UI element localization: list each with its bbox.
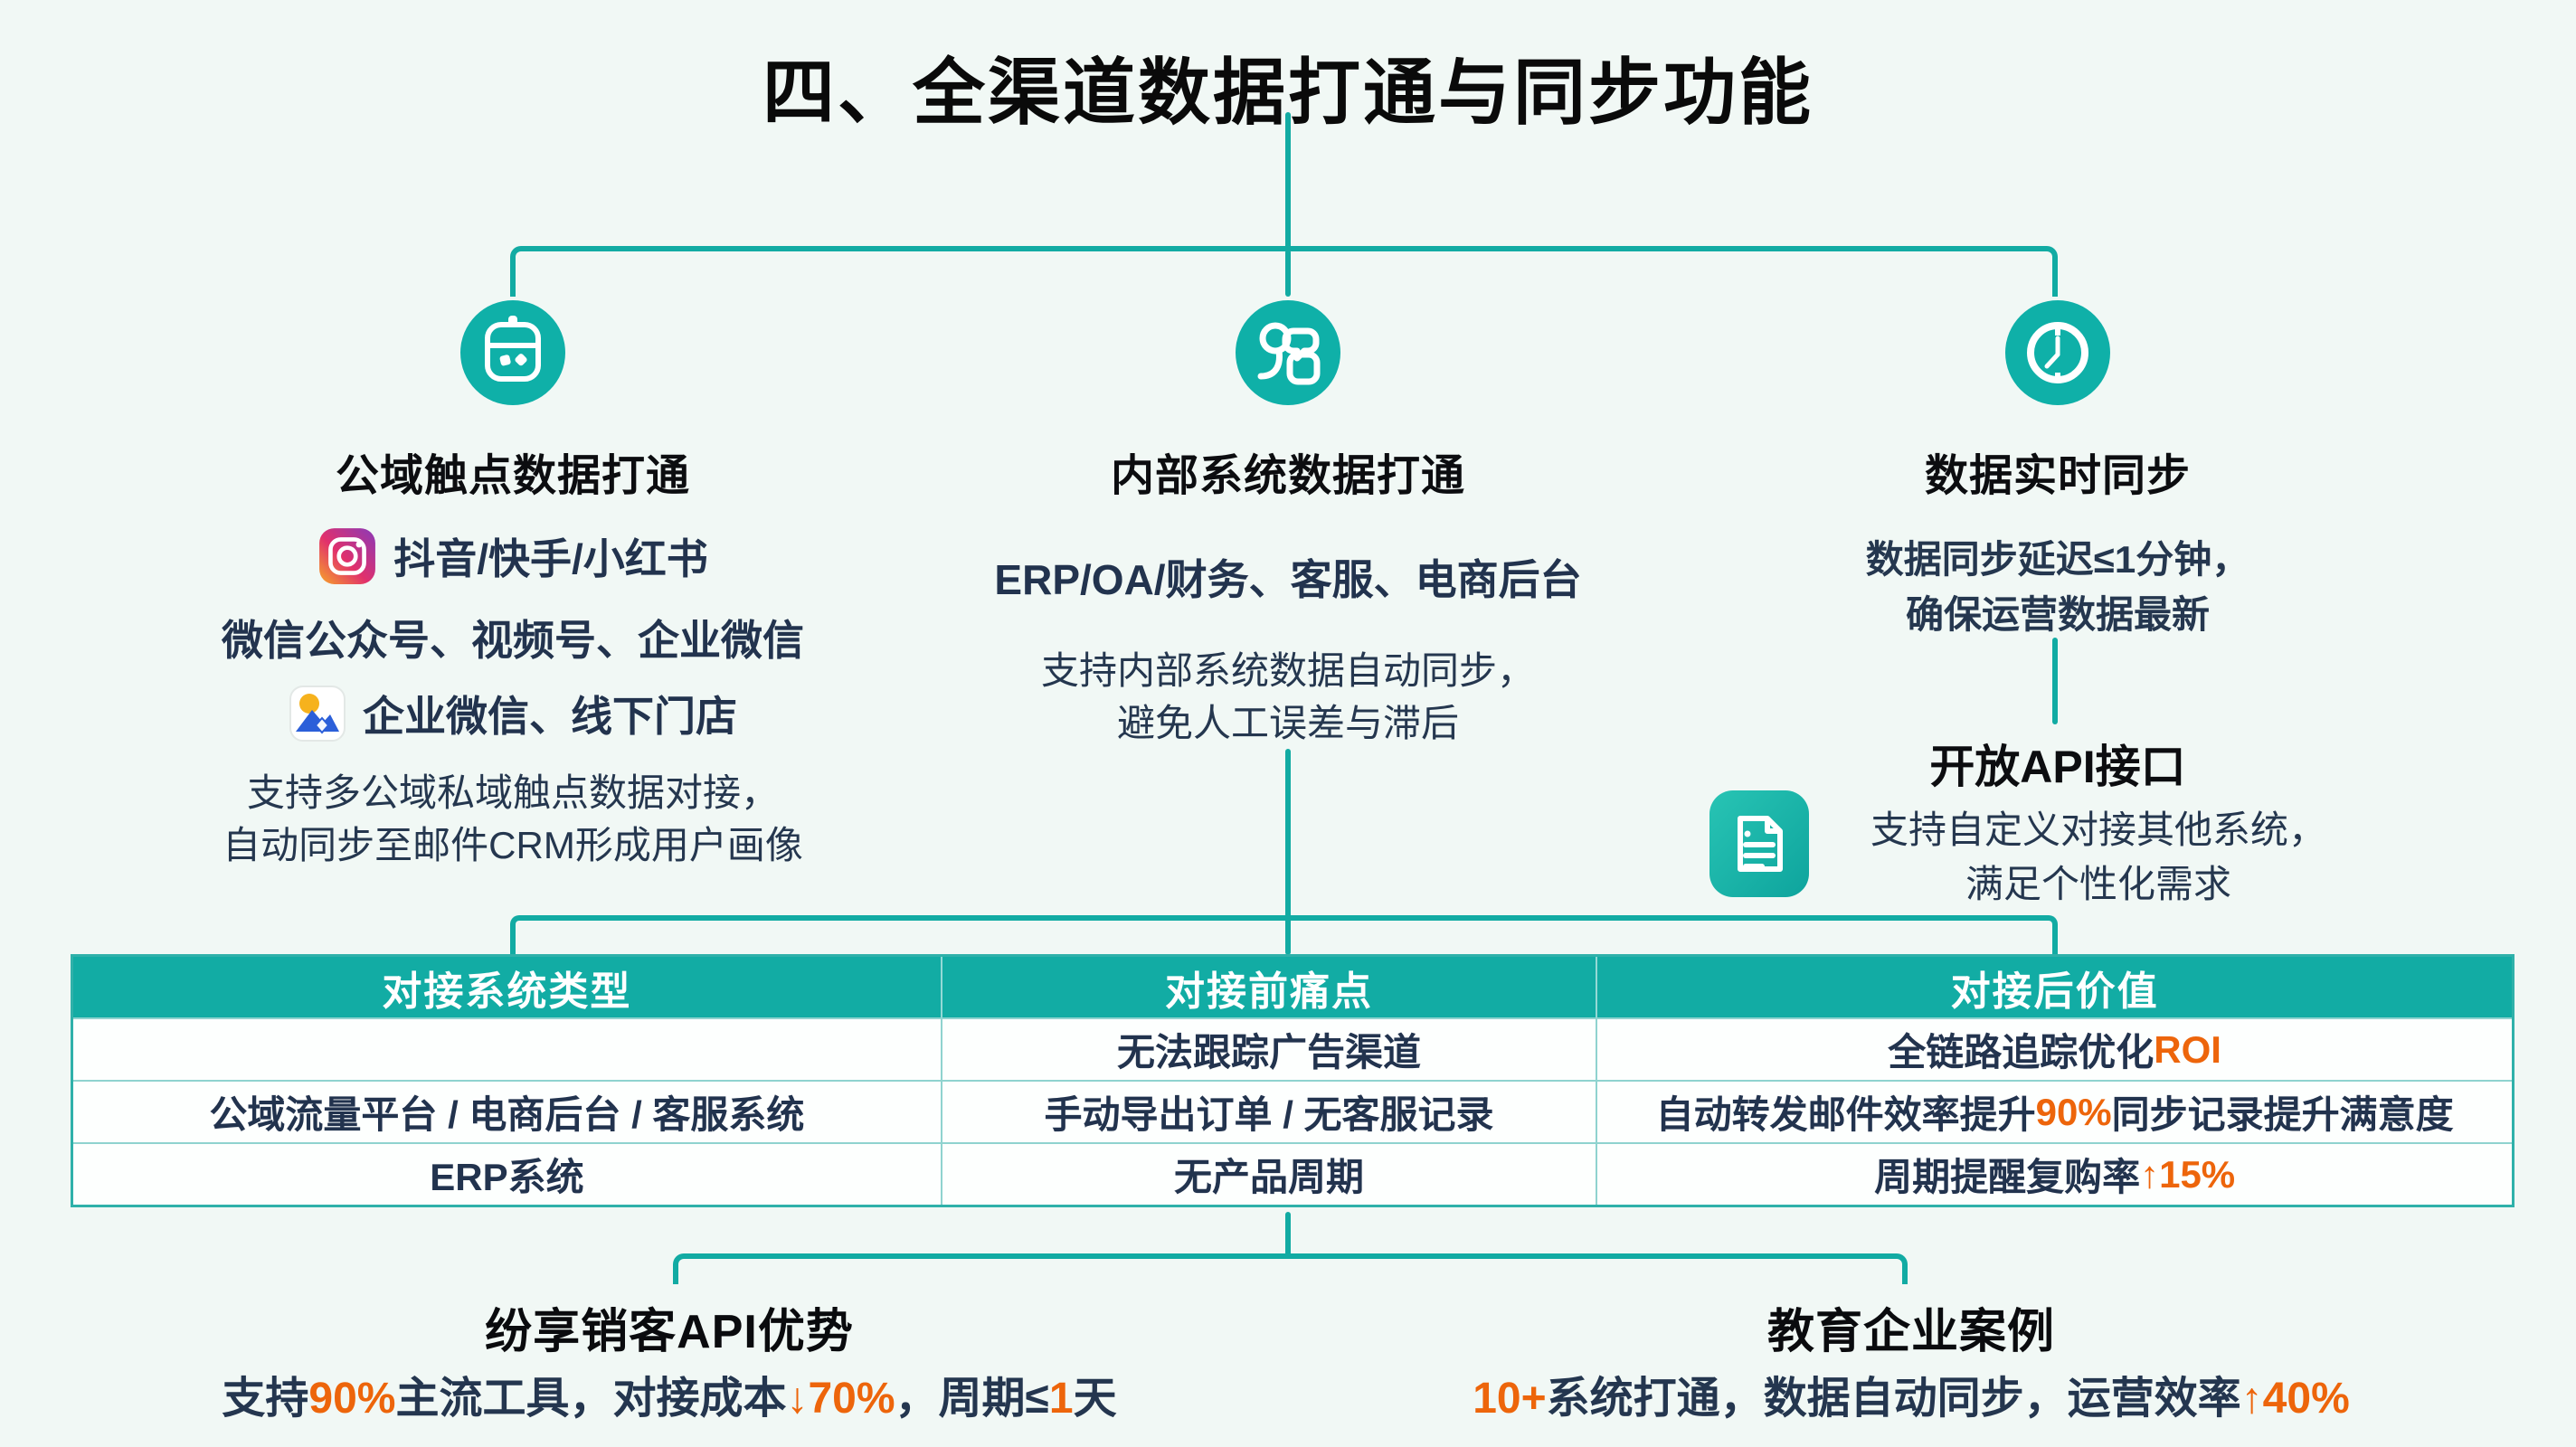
table-header-pain: 对接前痛点 [940, 957, 1596, 1017]
instagram-icon [319, 528, 376, 584]
branch-public-line3: 企业微信、线下门店 [15, 684, 1010, 743]
clock-icon [2005, 300, 2110, 405]
connector-title-stub [1285, 112, 1291, 251]
branch-public-desc2: 自动同步至邮件CRM形成用户画像 [223, 824, 803, 866]
linked-systems-icon [1236, 300, 1340, 405]
footer-text: 主流工具，对接成本 [395, 1375, 787, 1423]
footer-highlight: ↑40% [2240, 1375, 2350, 1423]
api-section-title: 开放API接口 [1929, 742, 2186, 792]
cell-value: 周期提醒复购率↑15% [1596, 1144, 2512, 1205]
connector-table-bracket [510, 915, 2058, 955]
footer-highlight: 1 [1048, 1375, 1074, 1423]
wecom-app-icon [289, 686, 346, 742]
connector-footer-stub [1285, 1212, 1291, 1257]
branch-public-title: 公域触点数据打通 [335, 452, 690, 500]
branch-internal-desc1: 支持内部系统数据自动同步， [1040, 649, 1535, 692]
branch-realtime-desc2: 确保运营数据最新 [1905, 593, 2210, 636]
cell-system [73, 1019, 941, 1080]
value-text: 周期提醒复购率 [1874, 1156, 2141, 1198]
connector-internal-table-stub [1285, 749, 1291, 955]
footer-text: 系统打通，数据自动同步，运营效率 [1546, 1375, 2241, 1423]
table-row: ERP系统 无产品周期 周期提醒复购率↑15% [73, 1142, 2512, 1205]
cell-system: ERP系统 [430, 1156, 584, 1198]
connector-top-center-drop [1285, 250, 1291, 297]
touchpoint-robot-icon [460, 300, 565, 405]
value-text: 自动转发邮件效率提升 [1655, 1093, 2036, 1136]
api-desc1: 支持自定义对接其他系统， [1870, 809, 2326, 851]
connector-realtime-api-stub [2052, 638, 2058, 724]
footer-left-line: 支持90%主流工具，对接成本↓70%，周期≤1天 [36, 1362, 1302, 1425]
value-highlight: ↑15% [2140, 1152, 2236, 1196]
table-header-system: 对接系统类型 [382, 969, 632, 1014]
cell-pain: 手动导出订单 / 无客服记录 [940, 1082, 1596, 1142]
table-header-value: 对接后价值 [1596, 957, 2512, 1017]
branch-internal-line1: ERP/OA/财务、客服、电商后台 [791, 547, 1785, 607]
value-text: 全链路追踪优化 [1888, 1031, 2155, 1073]
branch-internal-line1-text: ERP/OA/财务、客服、电商后台 [994, 556, 1582, 603]
api-document-icon [1709, 790, 1809, 897]
cell-pain: 无产品周期 [940, 1144, 1596, 1205]
footer-right-line: 10+系统打通，数据自动同步，运营效率↑40% [1278, 1362, 2544, 1425]
value-highlight: 90% [2035, 1090, 2112, 1133]
api-desc2: 满足个性化需求 [1965, 863, 2231, 905]
branch-internal-title: 内部系统数据打通 [1110, 452, 1465, 500]
branch-realtime-desc1: 数据同步延迟≤1分钟， [1865, 538, 2250, 581]
footer-text: 天 [1073, 1375, 1117, 1423]
branch-public-line3-text: 企业微信、线下门店 [363, 693, 737, 740]
footer-highlight: 10+ [1473, 1375, 1547, 1423]
branch-realtime-title: 数据实时同步 [1924, 452, 2191, 500]
table-row: 公域流量平台 / 电商后台 / 客服系统 手动导出订单 / 无客服记录 自动转发… [73, 1080, 2512, 1142]
branch-internal-desc2: 避免人工误差与滞后 [1116, 702, 1459, 744]
connector-top-bracket [510, 246, 2058, 297]
value-text: 同步记录提升满意度 [2111, 1093, 2454, 1136]
cell-system: 公域流量平台 / 电商后台 / 客服系统 [209, 1093, 805, 1136]
footer-highlight: ↓70% [786, 1375, 895, 1423]
footer-highlight: 90% [308, 1375, 396, 1423]
branch-public-line2-text: 微信公众号、视频号、企业微信 [222, 617, 804, 664]
footer-right-title: 教育企业案例 [1766, 1306, 2055, 1358]
branch-public-line2: 微信公众号、视频号、企业微信 [15, 608, 1010, 667]
footer-text: ，周期≤ [895, 1375, 1049, 1423]
footer-text: 支持 [222, 1375, 309, 1423]
value-highlight: ROI [2154, 1027, 2221, 1071]
branch-public-desc1: 支持多公域私域触点数据对接， [246, 771, 779, 814]
footer-left-title: 纷享销客API优势 [485, 1306, 854, 1358]
table-header-row: 对接系统类型 对接前痛点 对接后价值 [73, 957, 2512, 1017]
cell-pain: 无法跟踪广告渠道 [940, 1019, 1596, 1080]
connector-footer-bracket [673, 1253, 1908, 1284]
branch-public-line1: 抖音/快手/小红书 [15, 526, 1010, 586]
branch-public-line1-text: 抖音/快手/小红书 [393, 535, 708, 582]
